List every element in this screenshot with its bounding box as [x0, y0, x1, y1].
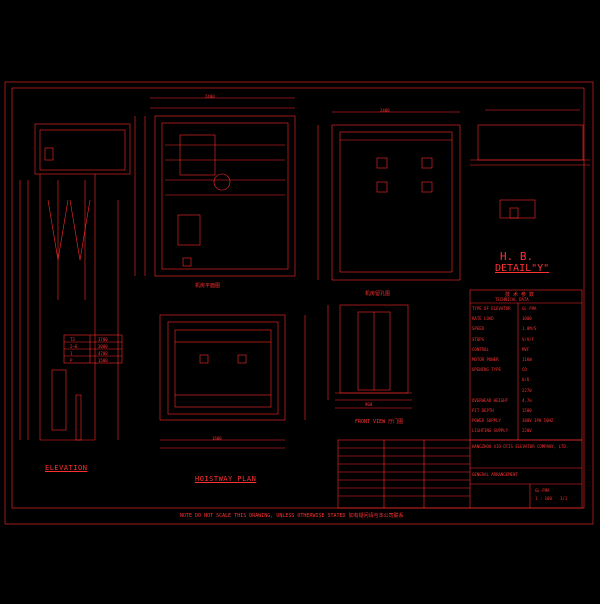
hoistway-caption: HOISTWAY PLAN — [195, 475, 257, 483]
elevation-view — [19, 123, 131, 441]
machine-room-hole-plan — [317, 111, 461, 281]
footer-note: NOTE DO NOT SCALE THIS DRAWING, UNLESS O… — [180, 513, 404, 519]
tech-row-label: POWER SUPPLY — [472, 418, 501, 424]
tech-row-value: 220V — [522, 428, 532, 434]
tech-row-label: SPEED — [472, 326, 485, 332]
hoistway-plan — [159, 314, 306, 449]
elev-table-cell: 3700 — [98, 337, 108, 342]
tech-row-label: TYPE OF ELEVATOR — [472, 306, 511, 311]
company-name: HANGZHOU XIO OTIS ELEVATOR COMPANY, LTD. — [472, 444, 569, 449]
machine-room-plan — [134, 97, 296, 277]
tech-row-value: 4.7m — [522, 397, 532, 403]
elev-table-cell: 1500 — [98, 358, 108, 363]
tech-data-header-en: TECHNICAL DATA — [495, 297, 529, 302]
tech-row-value: 1.0M/S — [522, 326, 537, 332]
tech-row-value: 1500 — [522, 408, 532, 413]
elev-table-cell: P — [70, 358, 73, 363]
drawing-title: GENERAL ARRANGEMENT — [472, 472, 518, 477]
tech-row-label: MOTOR POWER — [472, 357, 499, 362]
drawing-sheet-no: 1/1 — [560, 496, 568, 501]
tech-row-value: 6/6 — [522, 377, 530, 383]
elev-table-cell: 2~6 — [70, 344, 78, 349]
machine-room-hole-caption: 机房留孔图 — [365, 291, 391, 297]
tech-row-label: STOPS — [472, 336, 485, 342]
detail-hb-label: H. B. — [500, 250, 534, 263]
dim-car-width: 1600 — [212, 436, 222, 441]
machine-room-plan-caption: 机房平面图 — [195, 283, 221, 289]
tech-row-label: CONTROL — [472, 346, 489, 352]
tech-row-label: LIGHTING SUPPLY — [472, 428, 509, 434]
elev-table-cell: 1 — [70, 351, 73, 356]
tech-row-value: MVF — [522, 346, 530, 352]
tech-row-value: 2270 — [522, 387, 532, 393]
tech-row-value: 11KW — [522, 357, 532, 362]
tech-row-value: 1000 — [522, 316, 532, 322]
tech-row-value: CO — [522, 367, 527, 373]
dim-hole-width: 2400 — [380, 108, 390, 113]
drawing-scale: 1 : 100 — [535, 496, 552, 501]
dim-plan-width: 2400 — [205, 94, 215, 99]
elev-table-cell: T3 — [70, 337, 75, 342]
tech-row-label: OPENING TYPE — [472, 367, 501, 373]
front-view-caption: FRONT VIEW 厅门图 — [355, 419, 404, 425]
tech-row-label: OVERHEAD HEIGHT — [472, 397, 509, 403]
tech-row-value: 380V 3PH 50HZ — [522, 418, 554, 424]
tech-row-value: V/V/F — [522, 336, 535, 342]
tech-data-header-cn: 技 术 参 数 — [505, 292, 535, 298]
elevation-caption: ELEVATION — [45, 464, 88, 472]
detail-section — [470, 109, 590, 219]
front-view — [327, 304, 412, 409]
tech-row-label: RATE LOAD — [472, 316, 494, 322]
detail-y-label: DETAIL"Y" — [495, 263, 550, 274]
dim-door-width: 900 — [365, 402, 373, 407]
tech-row-label: PIT DEPTH — [472, 408, 494, 413]
tech-row-value: GL-FMA — [522, 306, 537, 311]
elev-table-cell: 4700 — [98, 351, 108, 356]
title-block — [337, 439, 583, 509]
outer-frame — [4, 81, 594, 525]
drawing-no: GL-FMA — [535, 488, 550, 493]
inner-frame — [11, 87, 585, 509]
elev-table-cell: 3000 — [98, 344, 108, 349]
